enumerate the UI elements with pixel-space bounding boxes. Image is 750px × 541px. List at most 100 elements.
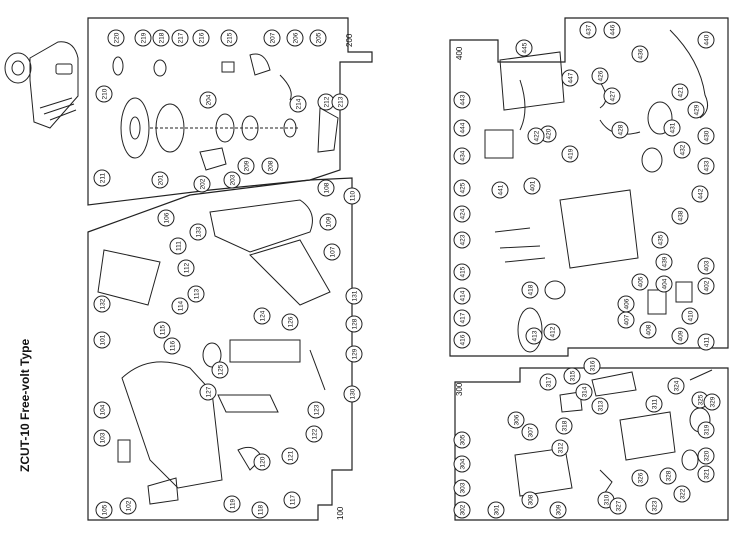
callout-number: 303 bbox=[460, 482, 467, 493]
callout-bubble bbox=[453, 309, 471, 327]
callout-bubble bbox=[591, 67, 609, 85]
callout-bubble bbox=[575, 383, 593, 401]
callout-number: 219 bbox=[141, 32, 148, 43]
callout-130: 130 bbox=[343, 385, 361, 403]
callout-215: 215 bbox=[220, 29, 238, 47]
callout-bubble bbox=[563, 367, 581, 385]
callout-number: 409 bbox=[678, 330, 685, 341]
callout-bubble bbox=[281, 447, 299, 465]
callout-bubble bbox=[253, 453, 271, 471]
callout-number: 414 bbox=[460, 290, 467, 301]
callout-number: 420 bbox=[546, 128, 553, 139]
callout-313: 313 bbox=[591, 397, 609, 415]
callout-bubble bbox=[453, 147, 471, 165]
callout-number: 323 bbox=[652, 500, 659, 511]
callout-number: 101 bbox=[100, 334, 107, 345]
callout-204: 204 bbox=[199, 91, 217, 109]
callout-127: 127 bbox=[199, 383, 217, 401]
callout-bubble bbox=[527, 127, 545, 145]
callout-406: 406 bbox=[617, 295, 635, 313]
callout-bubble bbox=[189, 223, 207, 241]
callout-number: 132 bbox=[100, 298, 107, 309]
group-300-outline bbox=[454, 367, 729, 521]
callout-number: 433 bbox=[704, 160, 711, 171]
callout-bubble bbox=[697, 31, 715, 49]
callout-422: 422 bbox=[527, 127, 545, 145]
callout-number: 403 bbox=[704, 260, 711, 271]
callout-number: 439 bbox=[662, 256, 669, 267]
callout-437: 437 bbox=[579, 21, 597, 39]
callout-bubble bbox=[187, 285, 205, 303]
callout-444: 444 bbox=[453, 119, 471, 137]
callout-number: 411 bbox=[704, 336, 711, 347]
callout-433: 433 bbox=[697, 157, 715, 175]
callout-407: 407 bbox=[617, 311, 635, 329]
callout-108: 108 bbox=[317, 179, 335, 197]
callout-number: 408 bbox=[646, 324, 653, 335]
callout-number: 415 bbox=[460, 266, 467, 277]
callout-number: 215 bbox=[227, 32, 234, 43]
callout-bubble bbox=[631, 45, 649, 63]
group-tag-100: 100 bbox=[336, 506, 345, 520]
callout-bubble bbox=[93, 331, 111, 349]
group-tags: 200 100 400 300 bbox=[336, 33, 464, 520]
callout-bubble bbox=[523, 177, 541, 195]
callout-440: 440 bbox=[697, 31, 715, 49]
callout-bubble bbox=[549, 501, 567, 519]
callout-number: 427 bbox=[610, 90, 617, 101]
callout-315: 315 bbox=[563, 367, 581, 385]
callout-404: 404 bbox=[655, 275, 673, 293]
callout-number: 117 bbox=[290, 494, 297, 505]
callout-number: 128 bbox=[352, 318, 359, 329]
callout-bubble bbox=[655, 253, 673, 271]
callout-number: 130 bbox=[350, 388, 357, 399]
callout-number: 430 bbox=[704, 130, 711, 141]
callout-431: 431 bbox=[663, 119, 681, 137]
callout-301: 301 bbox=[487, 501, 505, 519]
callout-208: 208 bbox=[261, 157, 279, 175]
callout-217: 217 bbox=[171, 29, 189, 47]
callout-113: 113 bbox=[187, 285, 205, 303]
callout-319: 319 bbox=[697, 421, 715, 439]
callout-bubble bbox=[603, 87, 621, 105]
callout-125: 125 bbox=[211, 361, 229, 379]
callout-bubble bbox=[697, 465, 715, 483]
callout-432: 432 bbox=[673, 141, 691, 159]
callout-number: 410 bbox=[688, 310, 695, 321]
callout-bubble bbox=[697, 333, 715, 351]
callout-number: 431 bbox=[670, 122, 677, 133]
callout-bubble bbox=[525, 327, 543, 345]
callout-number: 401 bbox=[530, 180, 537, 191]
callout-447: 447 bbox=[561, 69, 579, 87]
callout-bubble bbox=[453, 179, 471, 197]
callout-bubble bbox=[681, 307, 699, 325]
callout-209: 209 bbox=[237, 157, 255, 175]
callout-bubble bbox=[251, 501, 269, 519]
callout-414: 414 bbox=[453, 287, 471, 305]
callout-number: 131 bbox=[352, 290, 359, 301]
callout-number: 429 bbox=[694, 104, 701, 115]
callout-number: 114 bbox=[178, 300, 185, 311]
callout-bubble bbox=[153, 321, 171, 339]
callout-112: 112 bbox=[177, 259, 195, 277]
callout-bubble bbox=[651, 231, 669, 249]
callout-442: 442 bbox=[691, 185, 709, 203]
callout-number: 436 bbox=[638, 48, 645, 59]
callout-bubble bbox=[521, 423, 539, 441]
callout-307: 307 bbox=[521, 423, 539, 441]
callout-number: 120 bbox=[260, 456, 267, 467]
callout-115: 115 bbox=[153, 321, 171, 339]
callout-405: 405 bbox=[631, 273, 649, 291]
callout-bubble bbox=[211, 361, 229, 379]
callout-bubble bbox=[521, 281, 539, 299]
callout-bubble bbox=[345, 345, 363, 363]
callout-110: 110 bbox=[343, 187, 361, 205]
callout-bubble bbox=[93, 401, 111, 419]
callout-number: 103 bbox=[100, 432, 107, 443]
callout-number: 314 bbox=[582, 386, 589, 397]
callout-bubble bbox=[453, 231, 471, 249]
callout-number: 216 bbox=[199, 32, 206, 43]
callout-number: 106 bbox=[164, 212, 171, 223]
callout-number: 113 bbox=[194, 288, 201, 299]
callout-bubble bbox=[453, 479, 471, 497]
